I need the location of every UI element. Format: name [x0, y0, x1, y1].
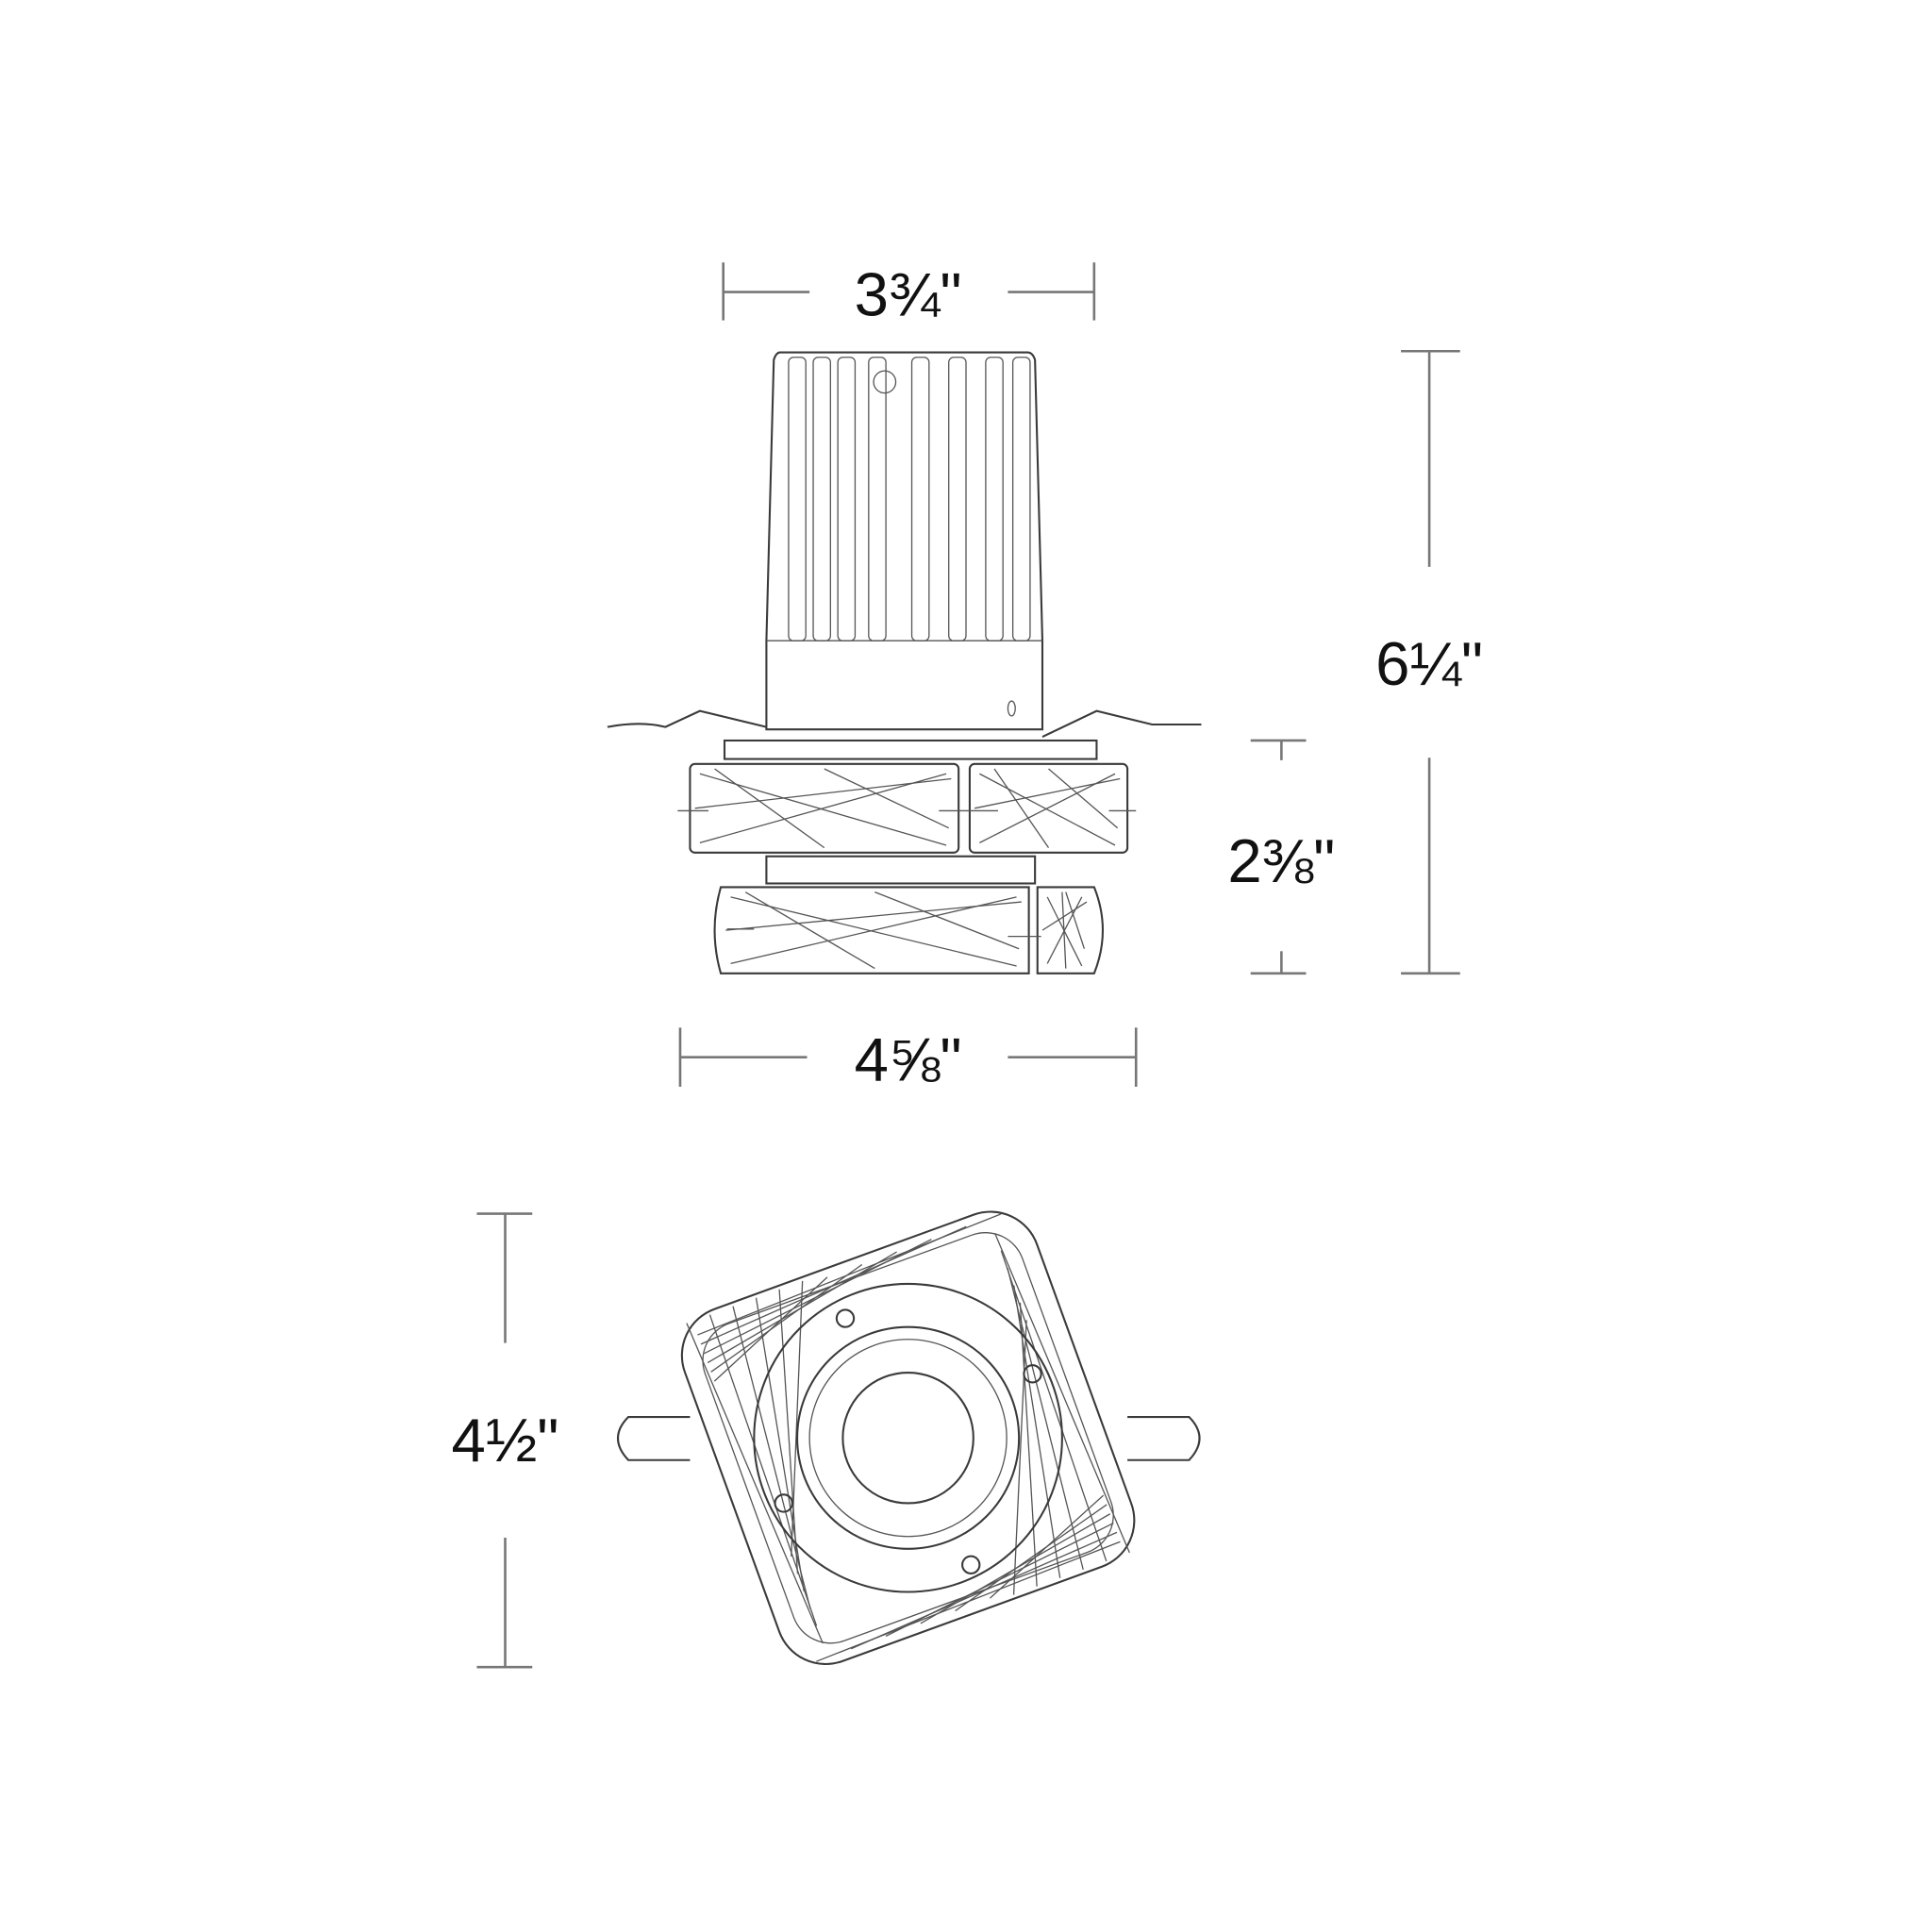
heatsink-fin: [910, 357, 930, 641]
heatsink-fin: [985, 357, 1004, 641]
heatsink-fin: [812, 357, 831, 641]
dimension-label-heatsink-width: 3¾": [855, 259, 962, 328]
dimension-label-trim-width: 4⅝": [855, 1024, 962, 1093]
dimension-label-overall-height: 6¼": [1375, 629, 1483, 698]
dimension-bottom-size: 4½": [452, 1212, 559, 1669]
screws: [774, 1308, 1042, 1574]
dimension-label-trim-height: 2⅜": [1227, 826, 1335, 895]
heatsink-fin: [868, 357, 887, 641]
bottom-view: [616, 1210, 1201, 1666]
heatsink: [765, 351, 1044, 731]
dimension-label-bottom-size: 4½": [452, 1406, 559, 1474]
heatsink-fin: [788, 357, 807, 641]
dimension-trim-width: 4⅝": [678, 1024, 1138, 1093]
dimension-overall-height: 6¼": [1375, 349, 1483, 975]
crystal-trim: [677, 762, 1137, 974]
dimension-heatsink-width: 3¾": [722, 259, 1096, 328]
side-view: [607, 351, 1202, 974]
heatsink-fin: [948, 357, 967, 641]
spring-clips: [607, 709, 1202, 739]
flange: [723, 739, 1098, 760]
heatsink-fin: [1011, 357, 1031, 641]
dimension-trim-height: 2⅜": [1227, 739, 1335, 975]
heatsink-fin: [837, 357, 857, 641]
